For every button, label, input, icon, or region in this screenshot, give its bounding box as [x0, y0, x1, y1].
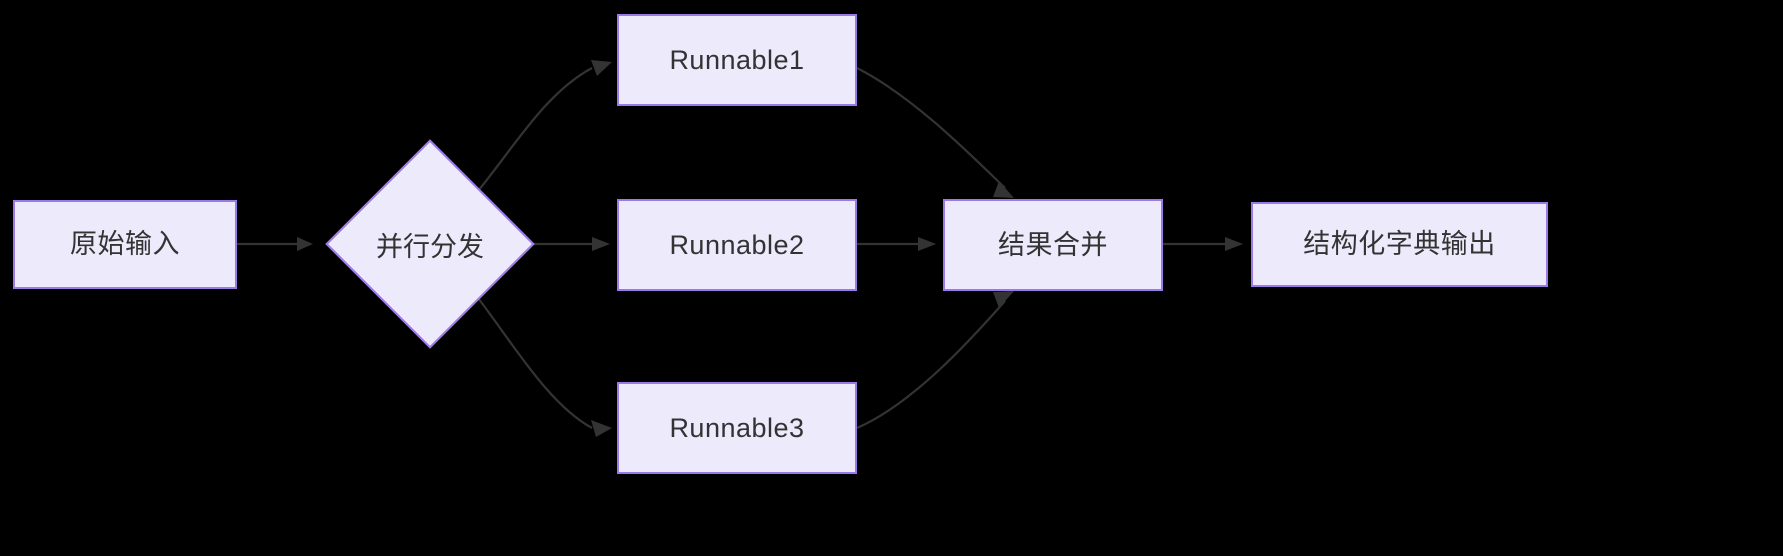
node-structured-dict-output[interactable]: 结构化字典输出: [1251, 202, 1548, 287]
edge-fanout-to-runnable2: [530, 237, 610, 251]
node-parallel-dispatch[interactable]: 并行分发: [325, 139, 535, 349]
edge-fanout-to-runnable1: [477, 60, 612, 192]
node-parallel-dispatch-shape: [325, 139, 535, 349]
node-runnable2-label: Runnable2: [669, 229, 805, 260]
node-runnable1[interactable]: Runnable1: [617, 14, 857, 106]
edge-runnable3-to-merge: [856, 291, 1014, 430]
node-raw-input[interactable]: 原始输入: [13, 200, 237, 289]
edge-merge-to-output: [1163, 237, 1243, 251]
node-runnable3[interactable]: Runnable3: [617, 382, 857, 474]
node-runnable1-label: Runnable1: [669, 44, 805, 75]
node-result-merge[interactable]: 结果合并: [943, 199, 1163, 291]
node-result-merge-label: 结果合并: [998, 229, 1108, 260]
node-runnable3-label: Runnable3: [669, 412, 805, 443]
node-raw-input-label: 原始输入: [70, 229, 180, 259]
node-runnable2[interactable]: Runnable2: [617, 199, 857, 291]
edge-input-to-fanout: [237, 237, 313, 251]
node-structured-dict-output-label: 结构化字典输出: [1303, 229, 1496, 259]
edge-runnable2-to-merge: [857, 237, 936, 251]
edge-fanout-to-runnable3: [477, 297, 612, 437]
edge-runnable1-to-merge: [856, 67, 1014, 198]
